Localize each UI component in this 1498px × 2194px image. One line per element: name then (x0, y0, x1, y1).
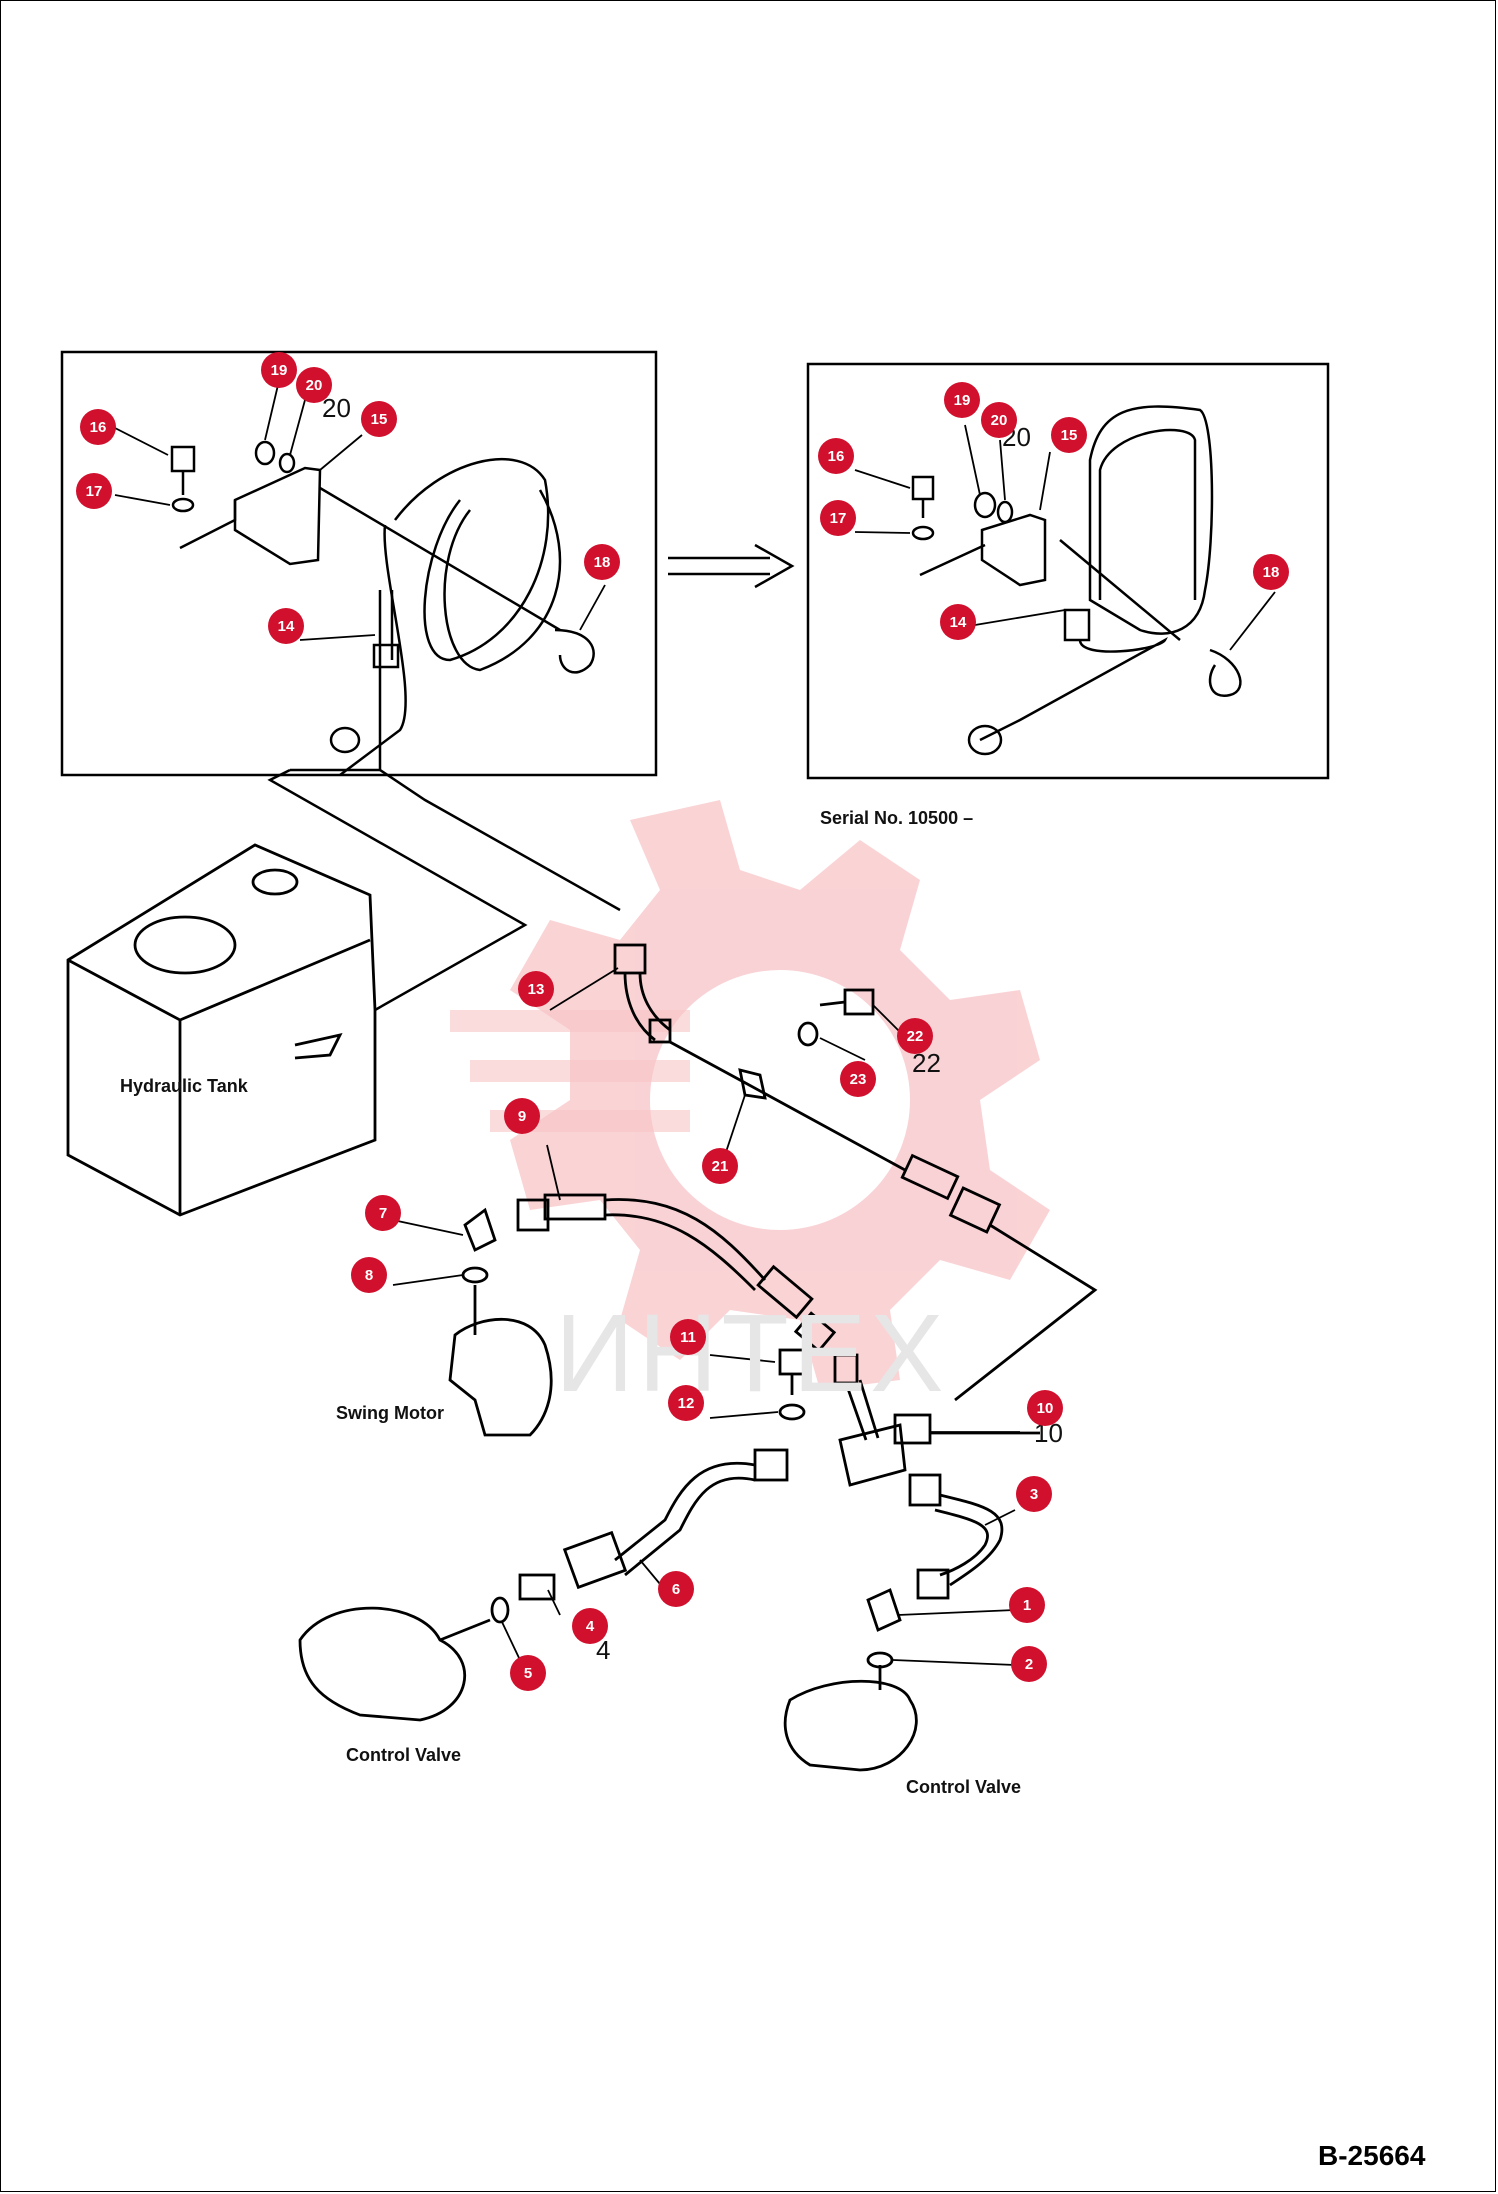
elbow-7-icon (463, 1207, 497, 1252)
part-marker-13[interactable]: 13 (518, 971, 554, 1007)
part-marker-16[interactable]: 16 (80, 409, 116, 445)
inset-box-right (806, 362, 1330, 780)
bracket-15-icon (233, 466, 322, 566)
swing-motor-icon (448, 1317, 553, 1437)
bracket-15-icon (980, 513, 1047, 587)
part-marker-8[interactable]: 8 (351, 1257, 387, 1293)
swing-motor-label: Swing Motor (336, 1403, 444, 1423)
fitting-10-icon (893, 1413, 932, 1445)
right-inset-parts (911, 405, 1242, 756)
watermark-text: ИНТЕХ (555, 1292, 948, 1415)
oring-5-icon (490, 1596, 510, 1624)
main-hoses (298, 943, 1098, 1772)
washer-12-icon (778, 1403, 806, 1421)
left-inset-parts (170, 440, 595, 776)
clamp-21-icon (738, 1068, 767, 1100)
tee-block-icon (838, 1423, 907, 1487)
washer-20-icon (278, 452, 296, 474)
part-marker-6[interactable]: 6 (658, 1571, 694, 1607)
part-marker-22[interactable]: 22 (897, 1018, 933, 1054)
part-marker-15[interactable]: 15 (1051, 417, 1087, 453)
part-marker-11[interactable]: 11 (670, 1319, 706, 1355)
part-marker-18[interactable]: 18 (1253, 554, 1289, 590)
oring-2-icon (866, 1651, 894, 1669)
watermark-bar (450, 1010, 690, 1032)
nut-19-icon (973, 491, 997, 519)
part-marker-20[interactable]: 20 (981, 402, 1017, 438)
fitting-9-icon (516, 1198, 550, 1232)
part-marker-18[interactable]: 18 (584, 544, 620, 580)
oring-8-icon (461, 1266, 489, 1284)
connector-4-icon (518, 1573, 556, 1601)
part-marker-14[interactable]: 14 (940, 604, 976, 640)
part-marker-4[interactable]: 4 (572, 1608, 608, 1644)
fitting-3-icon (908, 1473, 942, 1507)
elbow-1-icon (866, 1588, 902, 1632)
fitting-13-icon (613, 943, 647, 975)
control-valve-left-icon (298, 1606, 466, 1722)
u-bolt-18-icon (1208, 648, 1242, 698)
printed-number: 20 (322, 393, 351, 423)
part-marker-17[interactable]: 17 (76, 473, 112, 509)
pipe-14-icon (1063, 608, 1091, 642)
part-marker-23[interactable]: 23 (840, 1061, 876, 1097)
part-marker-19[interactable]: 19 (944, 382, 980, 418)
part-marker-3[interactable]: 3 (1016, 1476, 1052, 1512)
part-marker-15[interactable]: 15 (361, 401, 397, 437)
part-marker-20[interactable]: 20 (296, 367, 332, 403)
washer-17-icon (911, 525, 935, 541)
marker-leaders (114, 384, 1276, 1666)
control-valve-right-label: Control Valve (906, 1777, 1022, 1797)
hydraulic-tank-icon (66, 843, 377, 1217)
washer-17-icon (171, 497, 195, 513)
nut-19-icon (254, 440, 276, 466)
watermark-bar (470, 1060, 690, 1082)
control-valve-right-icon (783, 1679, 918, 1772)
hydraulic-tank-label: Hydraulic Tank (120, 1076, 248, 1096)
leader-lines (267, 768, 621, 1012)
part-marker-12[interactable]: 12 (668, 1385, 704, 1421)
part-marker-19[interactable]: 19 (261, 352, 297, 388)
part-marker-1[interactable]: 1 (1009, 1587, 1045, 1623)
washer-23-icon (797, 1021, 819, 1047)
u-bolt-18-icon (554, 628, 595, 674)
part-marker-9[interactable]: 9 (504, 1098, 540, 1134)
part-marker-16[interactable]: 16 (818, 438, 854, 474)
part-marker-5[interactable]: 5 (510, 1655, 546, 1691)
part-marker-2[interactable]: 2 (1011, 1646, 1047, 1682)
bolt-16-icon (170, 445, 196, 473)
control-valve-left-label: Control Valve (346, 1745, 462, 1765)
fitting-6-top-icon (753, 1448, 789, 1482)
part-marker-14[interactable]: 14 (268, 608, 304, 644)
part-marker-7[interactable]: 7 (365, 1195, 401, 1231)
part-marker-17[interactable]: 17 (820, 500, 856, 536)
inset-box-left (60, 350, 658, 777)
document-number: B-25664 (1318, 2140, 1426, 2171)
part-marker-21[interactable]: 21 (702, 1148, 738, 1184)
printed-number: 4 (596, 1635, 611, 1665)
serial-note: Serial No. 10500 – (820, 808, 974, 828)
part-marker-10[interactable]: 10 (1027, 1390, 1063, 1426)
bolt-16-icon (911, 475, 935, 501)
washer-20-icon (996, 500, 1014, 524)
arrow-right-icon (668, 543, 795, 589)
watermark-bar (490, 1110, 690, 1132)
